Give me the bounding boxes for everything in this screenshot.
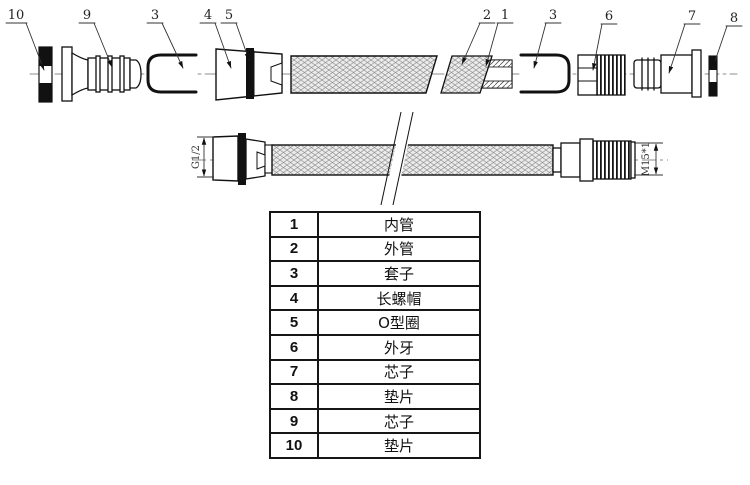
part-2-outer-tube (290, 55, 438, 94)
part-name: 垫片 (317, 432, 481, 459)
assembled-oring (238, 133, 246, 185)
callout-label: 3 (549, 8, 557, 23)
part-number: 5 (269, 309, 319, 336)
thread-size-right: M15*1 (641, 142, 652, 176)
part-number: 9 (269, 407, 319, 435)
callout-9: 9 (78, 8, 113, 68)
part-name: 垫片 (317, 383, 481, 410)
break-lines (380, 111, 415, 206)
part-name: 内管 (317, 211, 481, 238)
part-number: 1 (269, 211, 319, 238)
part-name: 芯子 (317, 407, 481, 435)
part-number: 3 (269, 260, 319, 287)
part-number: 6 (269, 333, 319, 361)
thread-size-left: G1/2 (191, 145, 202, 169)
callout-10: 10 (5, 8, 45, 71)
part-name: O型圈 (317, 309, 481, 336)
assembled-view: G1/2 M15*1 (191, 111, 668, 206)
part-nut-bore (270, 62, 283, 86)
callout-label: 1 (501, 8, 509, 23)
callout-label: 3 (151, 8, 159, 23)
callout-8: 8 (712, 11, 743, 68)
table-row: 5 O型圈 (269, 309, 481, 336)
callout-label: 5 (225, 8, 233, 23)
dimension-m15: M15*1 (634, 142, 663, 176)
callout-label: 7 (688, 9, 696, 24)
part-name: 长螺帽 (317, 284, 481, 312)
part-3-sleeve-left (146, 53, 198, 94)
part-name: 芯子 (317, 358, 481, 386)
callout-3-right: 3 (533, 8, 562, 69)
callout-label: 2 (483, 8, 491, 23)
table-row: 4 长螺帽 (269, 284, 481, 312)
parts-table: 1 内管 2 外管 3 套子 4 长螺帽 5 O型圈 6 外牙 7 芯子 8 垫 (269, 211, 481, 459)
part-name: 套子 (317, 260, 481, 287)
part-2-outer-tube-end (440, 55, 493, 94)
callout-2: 2 (461, 8, 496, 65)
assembled-nut (212, 133, 274, 185)
callout-6: 6 (592, 9, 618, 71)
part-number: 10 (269, 432, 319, 459)
callout-label: 8 (730, 11, 738, 26)
part-number: 4 (269, 284, 319, 312)
nut-bore (256, 151, 266, 170)
table-row: 3 套子 (269, 260, 481, 287)
table-row: 2 外管 (269, 235, 481, 263)
callouts: 10 9 3 4 5 (5, 8, 743, 74)
callout-4: 4 (199, 8, 232, 69)
exploded-view: 10 9 3 4 5 (5, 8, 743, 103)
callout-1: 1 (485, 8, 514, 67)
callout-label: 4 (204, 8, 212, 23)
part-number: 7 (269, 358, 319, 386)
part-10-gasket (38, 46, 53, 103)
part-7-core (633, 49, 702, 98)
callout-label: 6 (605, 9, 613, 24)
part-4-long-nut (215, 48, 283, 101)
callout-label: 9 (83, 8, 91, 23)
part-5-oring (246, 48, 254, 99)
table-row: 6 外牙 (269, 333, 481, 361)
part-name: 外牙 (317, 333, 481, 361)
table-row: 10 垫片 (269, 432, 481, 459)
part-6-external-thread (577, 54, 626, 96)
callout-label: 10 (8, 8, 25, 23)
table-row: 7 芯子 (269, 358, 481, 386)
table-row: 1 内管 (269, 211, 481, 238)
dimension-g12: G1/2 (191, 136, 214, 178)
part-hose-end (440, 55, 513, 94)
table-row: 9 芯子 (269, 407, 481, 435)
assembled-fitting (552, 138, 636, 182)
part-number: 8 (269, 383, 319, 410)
table-row: 8 垫片 (269, 383, 481, 410)
part-3-sleeve-right (519, 53, 571, 94)
callout-3-left: 3 (146, 8, 184, 69)
callout-7: 7 (668, 9, 701, 74)
part-9-core (61, 46, 142, 102)
part-8-gasket (708, 55, 718, 97)
assembled-hose (271, 144, 554, 176)
part-number: 2 (269, 235, 319, 263)
part-name: 外管 (317, 235, 481, 263)
callout-5: 5 (220, 8, 250, 61)
